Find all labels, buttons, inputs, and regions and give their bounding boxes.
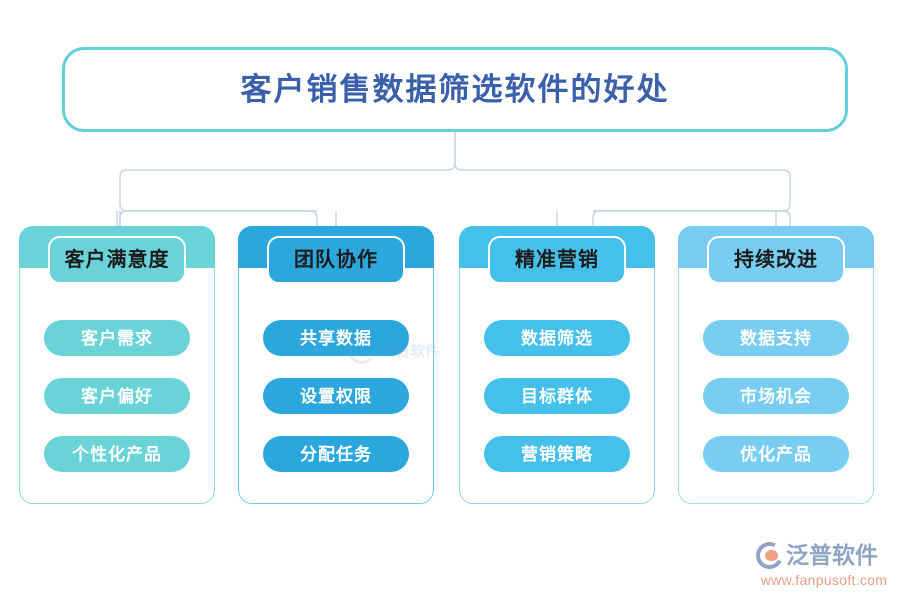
brand-url: www.fanpusoft.com (760, 572, 888, 588)
list-item[interactable]: 分配任务 (263, 436, 409, 472)
card-items: 数据筛选 目标群体 营销策略 (459, 320, 655, 494)
list-item-label: 个性化产品 (72, 444, 162, 464)
list-item[interactable]: 客户偏好 (44, 378, 190, 414)
card-header-label: 持续改进 (734, 249, 818, 271)
card-items: 共享数据 设置权限 分配任务 (238, 320, 434, 494)
list-item[interactable]: 营销策略 (484, 436, 630, 472)
list-item[interactable]: 优化产品 (703, 436, 849, 472)
brand-row: 泛普软件 (752, 537, 892, 573)
list-item[interactable]: 共享数据 (263, 320, 409, 356)
card-header-label: 精准营销 (515, 249, 599, 271)
card-header-2[interactable]: 团队协作 (267, 236, 405, 284)
watermark-label: 泛普软件 (380, 343, 441, 360)
list-item[interactable]: 市场机会 (703, 378, 849, 414)
brand-name: 泛普软件 (786, 542, 878, 568)
list-item-label: 目标群体 (521, 386, 593, 406)
card-header-4[interactable]: 持续改进 (707, 236, 845, 284)
list-item[interactable]: 客户需求 (44, 320, 190, 356)
page-title: 客户销售数据筛选软件的好处 (240, 72, 670, 107)
list-item[interactable]: 设置权限 (263, 378, 409, 414)
card-header-label: 客户满意度 (64, 249, 170, 271)
list-item-label: 数据支持 (740, 328, 812, 348)
list-item-label: 分配任务 (300, 444, 372, 464)
center-watermark: 泛普软件 (348, 333, 458, 367)
card-items: 客户需求 客户偏好 个性化产品 (19, 320, 215, 494)
branch-column-3[interactable]: 精准营销 数据筛选 目标群体 营销策略 (459, 226, 655, 504)
logo-leaf-shape (765, 549, 778, 561)
card-items: 数据支持 市场机会 优化产品 (678, 320, 874, 494)
diagram-title-box: 客户销售数据筛选软件的好处 (62, 47, 848, 132)
list-item-label: 客户偏好 (81, 386, 153, 406)
branch-column-2[interactable]: 团队协作 共享数据 设置权限 分配任务 (238, 226, 434, 504)
list-item-label: 设置权限 (300, 386, 372, 406)
list-item-label: 营销策略 (521, 444, 593, 464)
watermark-logo-icon (348, 336, 376, 364)
list-item-label: 优化产品 (740, 444, 812, 464)
list-item-label: 数据筛选 (521, 328, 593, 348)
brand-logo: 泛普软件 www.fanpusoft.com (752, 537, 892, 590)
card-header-1[interactable]: 客户满意度 (48, 236, 186, 284)
branch-column-4[interactable]: 持续改进 数据支持 市场机会 优化产品 (678, 226, 874, 504)
list-item-label: 市场机会 (740, 386, 812, 406)
card-header-3[interactable]: 精准营销 (488, 236, 626, 284)
list-item[interactable]: 数据支持 (703, 320, 849, 356)
list-item[interactable]: 数据筛选 (484, 320, 630, 356)
list-item[interactable]: 目标群体 (484, 378, 630, 414)
fanpu-logo-icon (752, 537, 787, 573)
list-item[interactable]: 个性化产品 (44, 436, 190, 472)
branch-column-1[interactable]: 客户满意度 客户需求 客户偏好 个性化产品 (19, 226, 215, 504)
card-header-label: 团队协作 (294, 249, 378, 271)
list-item-label: 客户需求 (81, 328, 153, 348)
